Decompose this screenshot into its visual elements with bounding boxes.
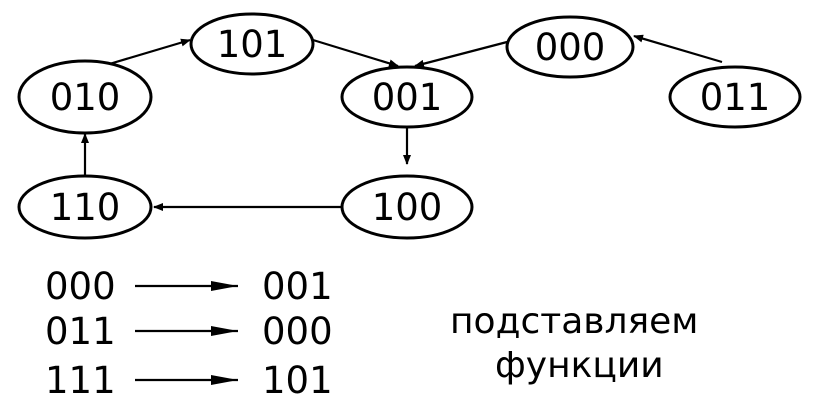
edge-011-to-000: [633, 34, 723, 64]
node-label-011: 011: [700, 76, 771, 119]
mapping-to: 000: [262, 310, 333, 353]
node-011: 011: [668, 65, 802, 129]
node-001: 001: [340, 65, 474, 129]
edge-000-to-001: [414, 40, 508, 68]
node-110: 110: [17, 174, 153, 240]
caption: подставляем функции: [450, 301, 698, 386]
edge-010-to-101: [105, 38, 191, 67]
node-label-010: 010: [50, 76, 121, 119]
diagram-edges: [81, 34, 723, 211]
node-label-110: 110: [50, 186, 121, 229]
node-label-001: 001: [372, 76, 443, 119]
caption-line-2: функции: [495, 345, 664, 386]
mapping-row: 011 000: [45, 310, 333, 353]
node-010: 010: [17, 59, 153, 135]
mapping-list: 000 001 011 000 111 101: [45, 265, 333, 402]
node-label-000: 000: [535, 26, 606, 69]
mapping-from: 000: [45, 265, 116, 308]
mapping-to: 101: [262, 359, 333, 402]
mapping-to: 001: [262, 265, 333, 308]
node-100: 100: [340, 174, 474, 240]
mapping-row: 111 101: [45, 359, 333, 402]
mapping-from: 011: [45, 310, 116, 353]
node-label-100: 100: [372, 186, 443, 229]
node-101: 101: [189, 12, 315, 76]
mapping-from: 111: [45, 359, 116, 402]
node-000: 000: [505, 15, 635, 79]
node-label-101: 101: [217, 23, 288, 66]
mapping-row: 000 001: [45, 265, 333, 308]
edge-101-to-001: [312, 38, 399, 68]
caption-line-1: подставляем: [450, 301, 698, 342]
